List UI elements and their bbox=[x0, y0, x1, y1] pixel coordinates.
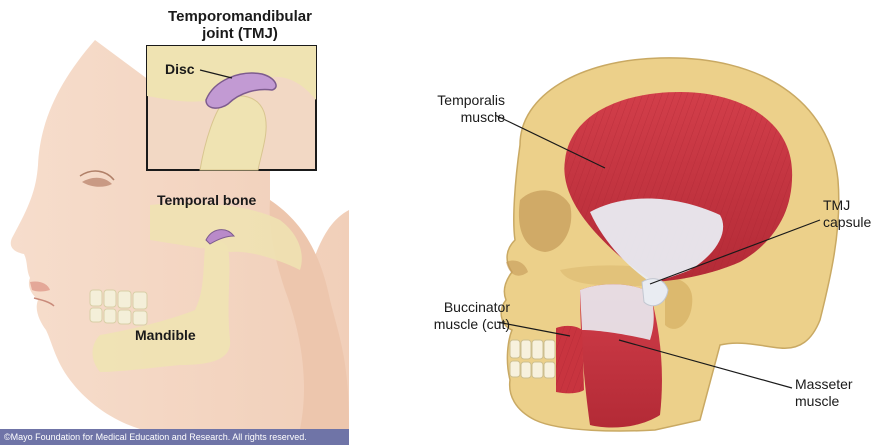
masseter-line-2: muscle bbox=[795, 393, 853, 410]
tmj-line-1: TMJ bbox=[823, 197, 871, 214]
temporalis-label: Temporalis muscle bbox=[405, 92, 505, 126]
buccinator-label: Buccinator muscle (cut) bbox=[402, 299, 510, 333]
temporalis-line-2: muscle bbox=[405, 109, 505, 126]
tmj-capsule-label: TMJ capsule bbox=[823, 197, 871, 231]
temporalis-line-1: Temporalis bbox=[405, 92, 505, 109]
tmj-line-2: capsule bbox=[823, 214, 871, 231]
masseter-line-1: Masseter bbox=[795, 376, 853, 393]
temporal-bone-label: Temporal bone bbox=[157, 192, 256, 208]
buccinator-line-1: Buccinator bbox=[402, 299, 510, 316]
copyright-banner: ©Mayo Foundation for Medical Education a… bbox=[0, 429, 349, 445]
disc-label: Disc bbox=[165, 61, 195, 77]
buccinator-line-2: muscle (cut) bbox=[402, 316, 510, 333]
mandible-label: Mandible bbox=[135, 327, 196, 343]
title-line-1: Temporomandibular bbox=[140, 8, 340, 25]
figure-title: Temporomandibular joint (TMJ) bbox=[140, 8, 340, 42]
teeth bbox=[90, 290, 147, 325]
title-line-2: joint (TMJ) bbox=[140, 25, 340, 42]
masseter-label: Masseter muscle bbox=[795, 376, 853, 410]
